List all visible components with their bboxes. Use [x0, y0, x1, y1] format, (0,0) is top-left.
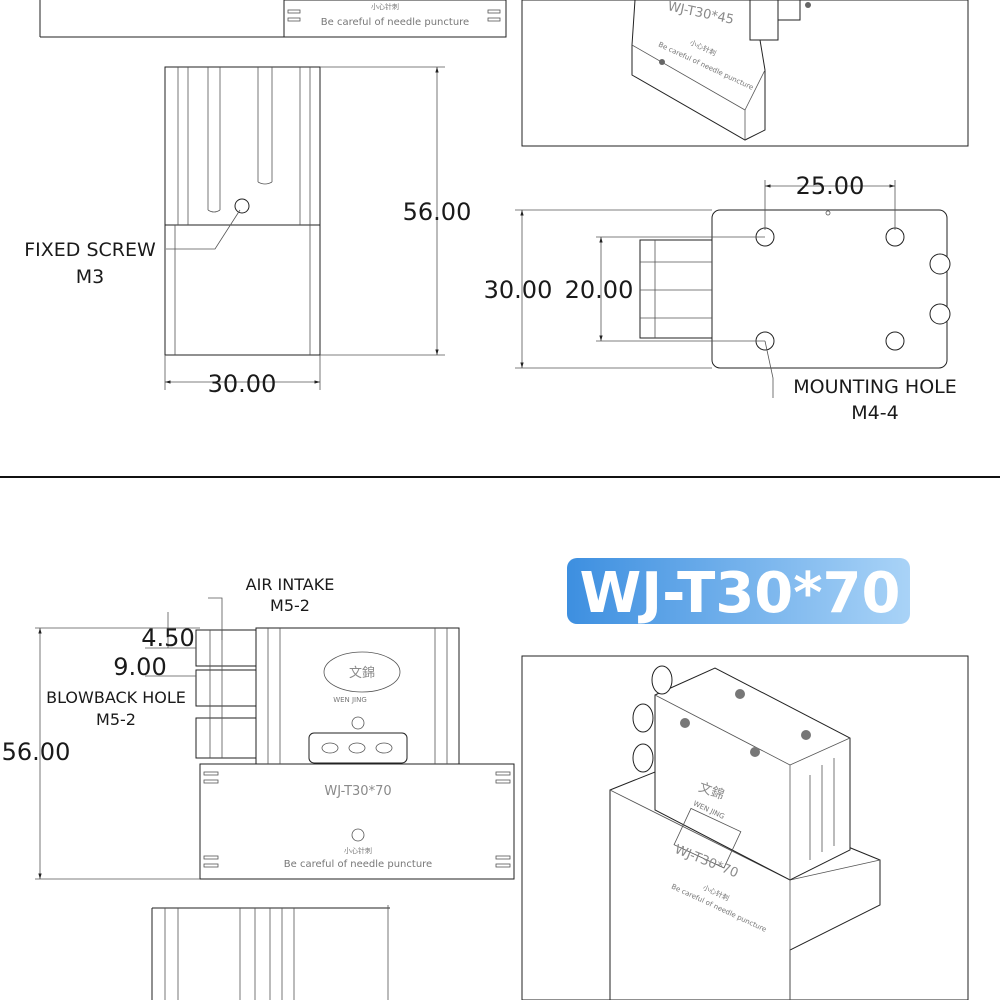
- bottom-brand: WEN JING: [333, 696, 367, 704]
- bottom-side-view-partial: [151, 905, 390, 1000]
- top-caution-en: Be careful of needle puncture: [321, 17, 469, 28]
- bottom-dims: [35, 597, 223, 880]
- side-view-dims: [164, 66, 445, 390]
- blowback-hole-spec: M5-2: [96, 710, 136, 729]
- dim-height-56-bottom: 56.00: [2, 738, 71, 766]
- top-caution-cn: 小心针刺: [371, 2, 399, 11]
- fixed-screw-label: FIXED SCREW: [24, 239, 156, 261]
- dim-height-56-top: 56.00: [403, 198, 472, 226]
- model-badge: WJ-T30*70: [567, 558, 910, 626]
- air-intake-label: AIR INTAKE: [246, 575, 335, 594]
- top-plan-view: [515, 180, 951, 398]
- dim-height-30-plan: 30.00: [484, 276, 553, 304]
- mounting-hole: [885, 331, 905, 351]
- bottom-iso-view: 文錦 WEN JING WJ-T30*70 小心针刺 Be careful of…: [521, 655, 969, 1000]
- dim-width-30-top: 30.00: [208, 370, 277, 398]
- bottom-front-view: 文錦 WEN JING WJ-T30*70 小心针刺 Be careful of…: [195, 627, 515, 880]
- bottom-front-model: WJ-T30*70: [324, 784, 391, 799]
- dim-inner-20: 20.00: [565, 276, 634, 304]
- dim-9-00: 9.00: [113, 653, 166, 681]
- fixed-screw-hole: [234, 198, 250, 214]
- dim-pitch-25: 25.00: [796, 172, 865, 200]
- dim-4-50: 4.50: [141, 624, 194, 652]
- mounting-hole: [885, 227, 905, 247]
- svg-text:文錦: 文錦: [349, 665, 375, 681]
- air-intake-spec: M5-2: [270, 596, 310, 615]
- bottom-caution-en: Be careful of needle puncture: [284, 859, 432, 870]
- fixed-screw-spec: M3: [76, 266, 104, 288]
- side-view: [164, 66, 321, 356]
- mounting-hole-spec: M4-4: [851, 402, 898, 424]
- top-front-view-partial: 小心针刺 Be careful of needle puncture: [39, 0, 507, 38]
- mounting-hole-label: MOUNTING HOLE: [793, 376, 957, 398]
- bottom-caution-cn: 小心针刺: [344, 846, 372, 855]
- top-iso-view: WJ-T30*45 小心针刺 Be careful of needle punc…: [521, 0, 969, 147]
- blowback-hole-label: BLOWBACK HOLE: [46, 688, 186, 707]
- badge-title: WJ-T30*70: [580, 561, 901, 626]
